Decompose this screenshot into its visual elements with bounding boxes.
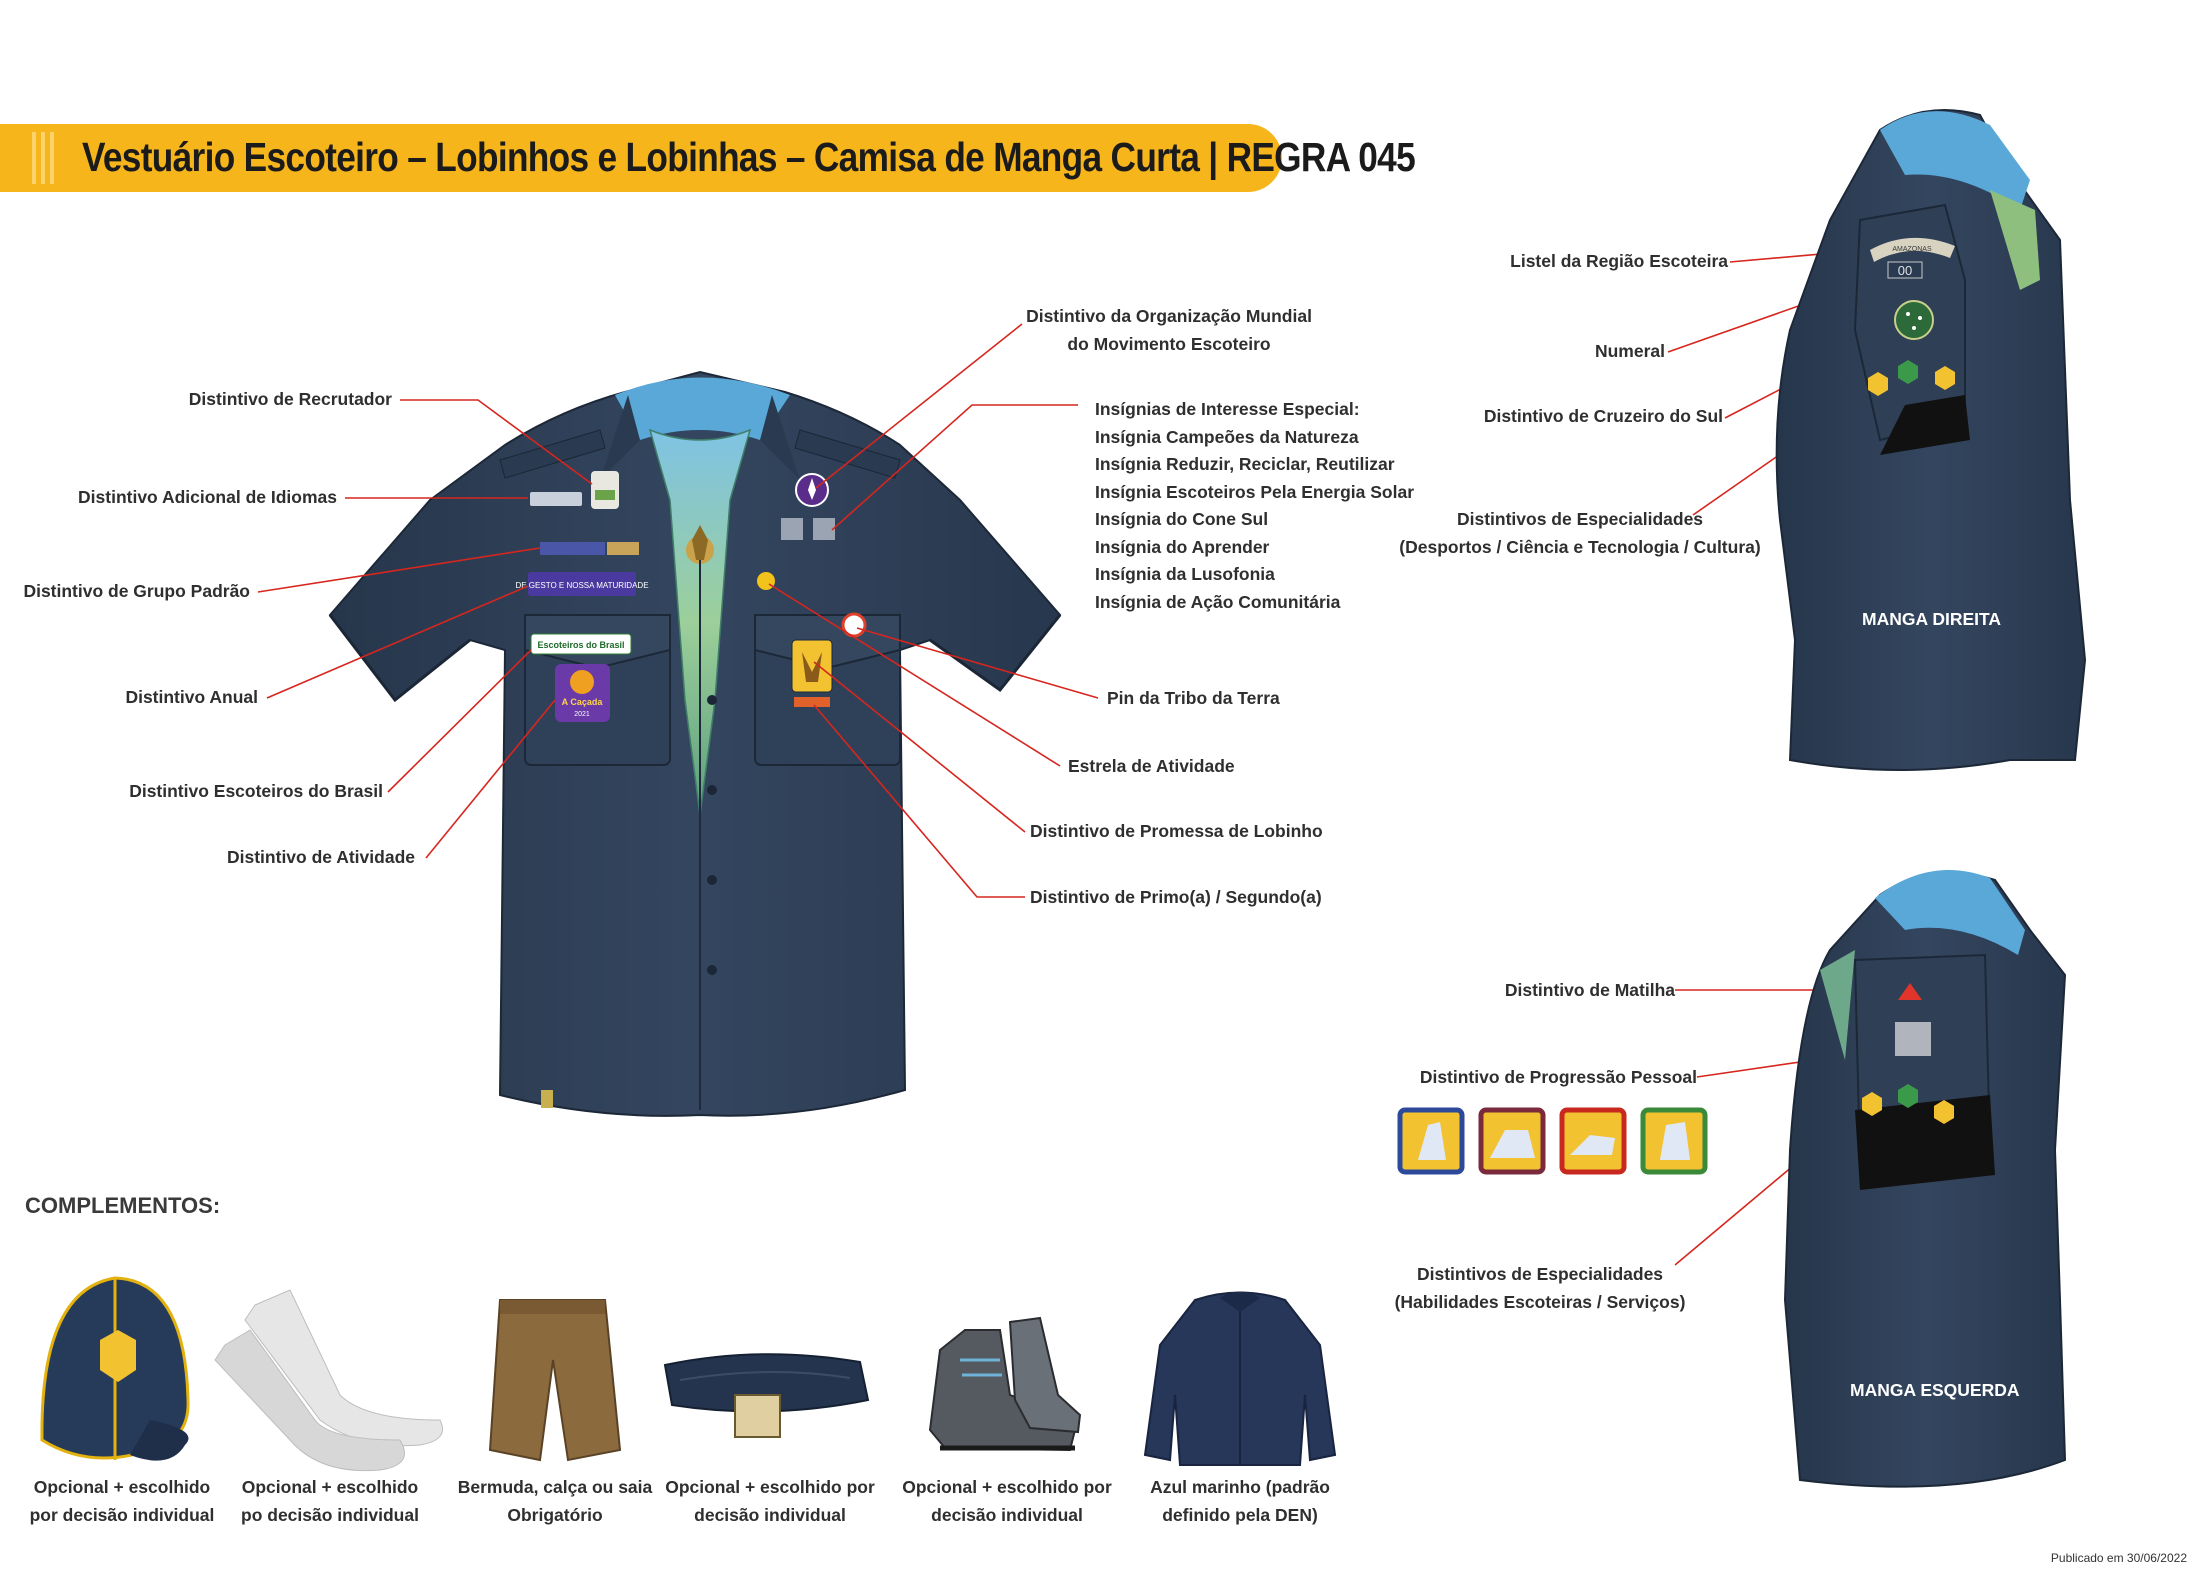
- label-especialidades-direita: Distintivos de Especialidades (Desportos…: [1399, 509, 1761, 557]
- label-recrutador: Distintivo de Recrutador: [188, 389, 392, 409]
- special-interest-badge: [813, 518, 835, 540]
- primo-badge: [794, 697, 830, 707]
- grupo-padrao-badge: [540, 542, 605, 555]
- label-idiomas: Distintivo Adicional de Idiomas: [78, 487, 337, 507]
- label-world-org: Distintivo da Organização Mundial do Mov…: [1026, 306, 1312, 354]
- label-promessa: Distintivo de Promessa de Lobinho: [1030, 821, 1323, 841]
- matilha-badge: [1898, 983, 1922, 1000]
- label-estrela: Estrela de Atividade: [1068, 756, 1235, 776]
- title-banner: [0, 124, 1282, 192]
- svg-text:AMAZONAS: AMAZONAS: [1892, 246, 1932, 253]
- cruzeiro-badge: [1894, 300, 1934, 340]
- caption-manga-esquerda: MANGA ESQUERDA: [1850, 1380, 2020, 1400]
- caption-manga-direita: MANGA DIREITA: [1862, 609, 2002, 629]
- promessa-badge: [791, 639, 833, 693]
- escoteiros-brasil-badge: [530, 633, 632, 655]
- front-shirt: DE GESTO E NOSSA MATURIDADE Escoteiros d…: [328, 370, 1062, 1117]
- label-listel: Listel da Região Escoteira: [1510, 251, 1728, 271]
- label-atividade: Distintivo de Atividade: [227, 847, 415, 867]
- label-numeral: Numeral: [1594, 341, 1665, 361]
- grupo-badge-text: DE GESTO E NOSSA MATURIDADE: [515, 581, 648, 590]
- cap-icon: [40, 1276, 190, 1461]
- belt-icon: [663, 1353, 870, 1438]
- published-date: Publicado em 30/06/2022: [2050, 1551, 2187, 1565]
- jacket-icon: [1143, 1291, 1337, 1466]
- page-title: Vestuário Escoteiro – Lobinhos e Lobinha…: [82, 134, 1416, 180]
- label-primo: Distintivo de Primo(a) / Segundo(a): [1030, 887, 1322, 907]
- grupo-banner-badge: [528, 572, 636, 596]
- label-matilha: Distintivo de Matilha: [1504, 980, 1675, 1000]
- shorts-icon: [488, 1299, 622, 1462]
- especialidade-badge: [1898, 1084, 1918, 1108]
- label-anual: Distintivo Anual: [125, 687, 258, 707]
- especialidade-badge: [1868, 372, 1888, 396]
- progressao-badge: [1895, 1022, 1931, 1056]
- numeral-badge: [1887, 261, 1923, 279]
- svg-text:Escoteiros do Brasil: Escoteiros do Brasil: [537, 640, 624, 650]
- special-interest-badge: [781, 518, 803, 540]
- socks-icon: [214, 1289, 443, 1472]
- especialidade-badge: [1862, 1092, 1882, 1116]
- svg-text:2021: 2021: [574, 711, 590, 718]
- svg-text:A Caçada: A Caçada: [562, 697, 604, 707]
- label-progressao: Distintivo de Progressão Pessoal: [1419, 1067, 1697, 1087]
- right-sleeve-shirt: AMAZONAS 00: [1775, 109, 2087, 771]
- especialidade-badge: [1935, 366, 1955, 390]
- label-grupo-padrao: Distintivo de Grupo Padrão: [23, 581, 250, 601]
- label-escoteiros-brasil: Distintivo Escoteiros do Brasil: [129, 781, 383, 801]
- label-especialidades-esquerda: Distintivos de Especialidades (Habilidad…: [1394, 1264, 1686, 1312]
- left-sleeve-shirt: [1783, 869, 2067, 1488]
- pin-tribo-badge: [841, 612, 867, 638]
- listel-badge: [1870, 237, 1955, 262]
- estrela-atividade-badge: [757, 572, 775, 590]
- progression-badges: [1397, 1107, 1708, 1175]
- complementos-heading: COMPLEMENTOS:: [25, 1193, 221, 1218]
- idiomas-badge: [530, 492, 582, 506]
- especialidade-badge: [1934, 1100, 1954, 1124]
- label-special-interest: Insígnias de Interesse Especial: Insígni…: [1095, 399, 1415, 612]
- svg-text:00: 00: [1898, 263, 1912, 278]
- label-cruzeiro: Distintivo de Cruzeiro do Sul: [1483, 406, 1723, 426]
- boot-icon: [928, 1316, 1082, 1452]
- especialidade-badge: [1898, 360, 1918, 384]
- label-pin-tribo: Pin da Tribo da Terra: [1107, 688, 1280, 708]
